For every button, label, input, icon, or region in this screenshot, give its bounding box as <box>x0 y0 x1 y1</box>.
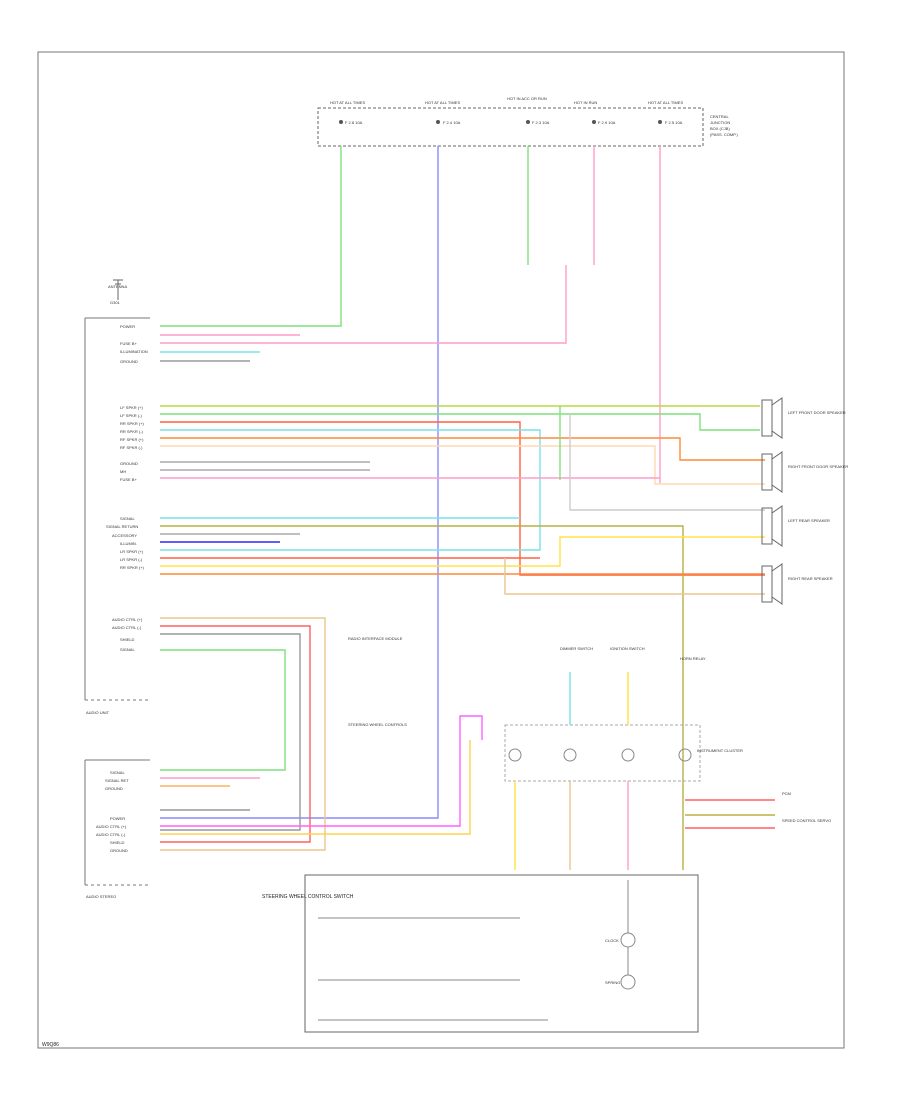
pin-label: RF SPKR (+) <box>120 437 144 442</box>
speaker-wires-front <box>160 405 765 576</box>
pin-label: AUDIO CTRL (+) <box>112 617 143 622</box>
svg-text:AUDIO CTRL (+): AUDIO CTRL (+) <box>96 824 127 829</box>
pcm-label: PCM <box>782 791 791 796</box>
pin-label: LR SPKR (+) <box>120 549 144 554</box>
pin-label: SIGNAL RETURN <box>106 524 138 529</box>
svg-text:INSTRUMENT CLUSTER: INSTRUMENT CLUSTER <box>697 748 743 753</box>
svg-text:HOT AT ALL TIMES: HOT AT ALL TIMES <box>330 100 365 105</box>
svg-text:RIGHT FRONT DOOR SPEAKER: RIGHT FRONT DOOR SPEAKER <box>788 464 848 469</box>
svg-text:GROUND: GROUND <box>110 848 128 853</box>
fuse-5: HOT AT ALL TIMES F 2.5 10A <box>648 100 683 125</box>
svg-text:AUDIO CTRL (-): AUDIO CTRL (-) <box>96 832 126 837</box>
radio-note: RADIO INTERFACE MODULE <box>348 636 403 641</box>
steering-feed-wires <box>514 672 775 870</box>
pin-label: FUSE B+ <box>120 477 137 482</box>
pin-label: POWER <box>120 324 135 329</box>
instrument-section: INSTRUMENT CLUSTER <box>504 724 743 782</box>
speaker-rr: RIGHT REAR SPEAKER <box>761 563 833 605</box>
pin-label: ILLUMIN. <box>120 541 137 546</box>
fuse-3: HOT IN ACC OR RUN F 2.3 10A <box>507 96 550 125</box>
pin-label: ACCESSORY <box>112 533 137 538</box>
steering-wheel-switch: STEERING WHEEL CONTROL SWITCH CLOCK SPRI… <box>262 874 699 1033</box>
fuse-feed-wires <box>160 146 661 819</box>
svg-text:GROUND: GROUND <box>105 786 123 791</box>
pin-label: ILLUMINATION <box>120 349 148 354</box>
steering-note: STEERING WHEEL CONTROLS <box>348 722 407 727</box>
pin-label: SIGNAL <box>120 647 135 652</box>
audio-unit-group4-wires <box>160 617 326 851</box>
wire-blue-1 <box>160 146 439 819</box>
pin-label: LF SPKR (-) <box>120 413 142 418</box>
svg-text:HOT AT ALL TIMES: HOT AT ALL TIMES <box>425 100 460 105</box>
audio-unit-group3-wires <box>160 517 765 870</box>
audio-unit-group1-wires <box>160 334 300 362</box>
pin-label: RF SPKR (-) <box>120 445 143 450</box>
svg-text:LEFT REAR SPEAKER: LEFT REAR SPEAKER <box>788 518 830 523</box>
speaker-rf: RIGHT FRONT DOOR SPEAKER <box>761 451 848 493</box>
svg-text:POWER: POWER <box>110 816 125 821</box>
fuse-block: HOT AT ALL TIMES F 2.8 10A HOT AT ALL TI… <box>317 96 739 147</box>
svg-text:HOT IN RUN: HOT IN RUN <box>574 100 597 105</box>
svg-text:JUNCTION: JUNCTION <box>710 120 730 125</box>
pin-label: LR SPKR (-) <box>120 557 143 562</box>
pin-label: LF SPKR (+) <box>120 405 143 410</box>
ignition-label: IGNITION SWITCH <box>610 646 645 651</box>
svg-text:CENTRAL: CENTRAL <box>710 114 729 119</box>
svg-text:SIGNAL RET: SIGNAL RET <box>105 778 129 783</box>
svg-text:SIGNAL: SIGNAL <box>110 770 125 775</box>
svg-text:RIGHT REAR SPEAKER: RIGHT REAR SPEAKER <box>788 576 833 581</box>
svg-text:BOX (CJB): BOX (CJB) <box>710 126 730 131</box>
fuse-1: HOT AT ALL TIMES F 2.8 10A <box>330 100 365 125</box>
aux-wires <box>160 715 483 835</box>
audio-unit: AUDIO UNIT ANTENNA G301 POWER FUSE B+ IL… <box>84 279 150 715</box>
wire-lg-1 <box>160 146 342 327</box>
audio-unit-label: AUDIO UNIT <box>86 710 110 715</box>
svg-text:SPRING: SPRING <box>605 980 620 985</box>
pin-label: SHIELD <box>120 637 135 642</box>
speaker-lf: LEFT FRONT DOOR SPEAKER <box>761 397 846 439</box>
pin-label: MH <box>120 469 126 474</box>
radio-ground-label: G301 <box>110 300 121 305</box>
pin-label: GROUND <box>120 461 138 466</box>
svg-text:CLOCK: CLOCK <box>605 938 619 943</box>
svg-text:(PASS. COMP.): (PASS. COMP.) <box>710 132 739 137</box>
svg-text:LEFT FRONT DOOR SPEAKER: LEFT FRONT DOOR SPEAKER <box>788 410 846 415</box>
horn-relay-label: HORN RELAY <box>680 656 706 661</box>
pin-label: FUSE B+ <box>120 341 137 346</box>
fuse-2: HOT AT ALL TIMES F 2.4 10A <box>425 100 461 125</box>
svg-text:HOT IN ACC OR RUN: HOT IN ACC OR RUN <box>507 96 547 101</box>
pin-label: AUDIO CTRL (-) <box>112 625 142 630</box>
svg-text:HOT AT ALL TIMES: HOT AT ALL TIMES <box>648 100 683 105</box>
wire-pink-3 <box>160 265 567 344</box>
cruise-label: SPEED CONTROL SERVO <box>782 818 831 823</box>
svg-text:F 2.8 10A: F 2.8 10A <box>345 120 363 125</box>
pin-label: RR SPKR (+) <box>120 565 145 570</box>
diagram-frame <box>37 51 845 1049</box>
dimmer-label: DIMMER SWITCH <box>560 646 593 651</box>
aux-unit: AUDIO STEREO SIGNAL SIGNAL RET GROUND PO… <box>84 759 150 899</box>
pin-label: RR SPKR (-) <box>120 429 144 434</box>
svg-text:F 2.9 10A: F 2.9 10A <box>598 120 616 125</box>
svg-text:F 2.4 10A: F 2.4 10A <box>443 120 461 125</box>
aux-unit-label: AUDIO STEREO <box>86 894 116 899</box>
svg-text:F 2.5 10A: F 2.5 10A <box>665 120 683 125</box>
svg-text:SHIELD: SHIELD <box>110 840 125 845</box>
pin-label: SIGNAL <box>120 516 135 521</box>
fuse-block-label: CENTRAL JUNCTION BOX (CJB) (PASS. COMP.) <box>710 114 739 137</box>
footer-code: W9Q86 <box>42 1042 59 1048</box>
speaker-lr: LEFT REAR SPEAKER <box>761 505 830 547</box>
pin-label: RR SPKR (+) <box>120 421 145 426</box>
fuse-4: HOT IN RUN F 2.9 10A <box>574 100 616 125</box>
svg-text:F 2.3 10A: F 2.3 10A <box>532 120 550 125</box>
pin-label: GROUND <box>120 359 138 364</box>
steering-switch-label: STEERING WHEEL CONTROL SWITCH <box>262 894 354 900</box>
